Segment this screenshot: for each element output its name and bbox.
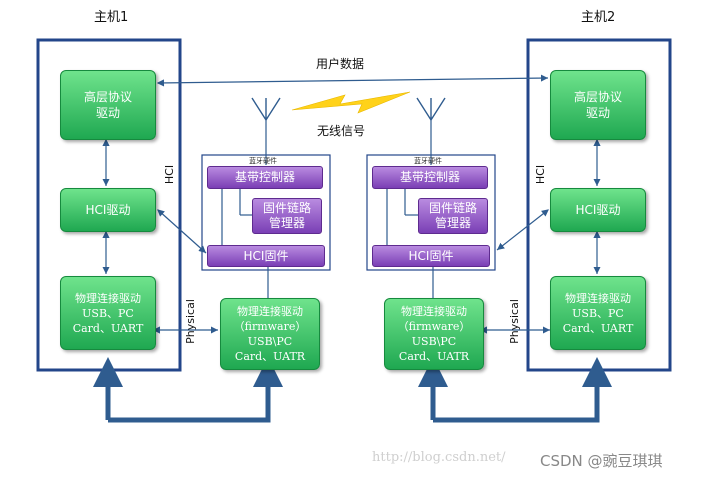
wireless-label: 无线信号 <box>316 124 366 138</box>
bt1-physical-firmware: 物理连接驱动 （firmware） USB\PC Card、UATR <box>220 298 320 370</box>
bt2-link-manager: 固件链路 管理器 <box>418 198 488 234</box>
user-data-arrow <box>156 74 549 87</box>
bt1-baseband-controller: 基带控制器 <box>207 166 323 189</box>
host1-title: 主机1 <box>94 10 129 25</box>
bt2-physical-firmware: 物理连接驱动 （firmware） USB\PC Card、UATR <box>384 298 484 370</box>
host1-hci-driver: HCI驱动 <box>60 188 156 232</box>
bt2-title: 蓝牙硬件 <box>414 157 442 165</box>
bt1-link-manager: 固件链路 管理器 <box>252 198 322 234</box>
watermark-url: http://blog.csdn.net/ <box>372 450 506 465</box>
host1-upper-protocol-driver: 高层协议 驱动 <box>60 70 156 140</box>
user-data-label: 用户数据 <box>315 57 365 71</box>
host2-physical-driver: 物理连接驱动 USB、PC Card、UART <box>550 276 646 350</box>
bt1-hci-firmware: HCI固件 <box>207 245 325 267</box>
lightning-icon <box>291 91 411 114</box>
host2-physical-label: Physical <box>507 299 521 344</box>
host1-physical-label: Physical <box>183 299 197 344</box>
host2-title: 主机2 <box>581 10 616 25</box>
host2-upper-protocol-driver: 高层协议 驱动 <box>550 70 646 140</box>
host2-hci-driver: HCI驱动 <box>550 188 646 232</box>
bt2-baseband-controller: 基带控制器 <box>372 166 488 189</box>
bt2-hci-firmware: HCI固件 <box>372 245 490 267</box>
host2-bottom-loop <box>433 357 612 423</box>
host1-physical-driver: 物理连接驱动 USB、PC Card、UART <box>60 276 156 350</box>
antenna-left-icon <box>251 97 281 122</box>
host1-hci-to-firmware-arrow <box>157 209 207 254</box>
host1-bottom-loop <box>108 357 283 423</box>
host1-hci-label: HCI <box>163 164 177 185</box>
host2-hci-to-firmware-arrow <box>496 209 549 251</box>
csdn-credit: CSDN @豌豆琪琪 <box>540 452 663 470</box>
antenna-right-icon <box>416 97 446 122</box>
bt1-title: 蓝牙硬件 <box>249 157 277 165</box>
host2-hci-label: HCI <box>534 164 548 185</box>
